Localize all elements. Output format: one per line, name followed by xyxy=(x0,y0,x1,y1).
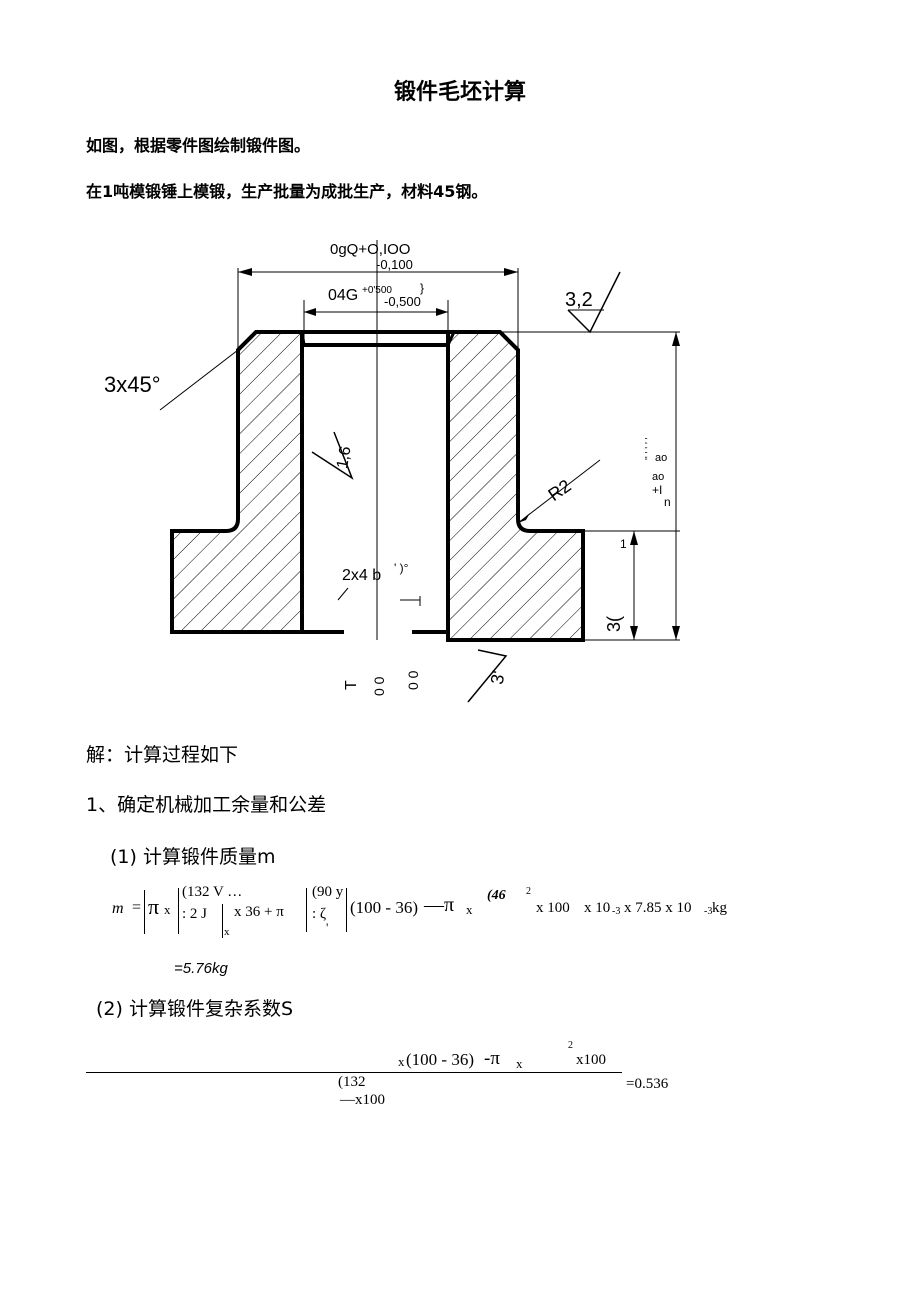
formula-s-den-a: (132 xyxy=(338,1074,366,1090)
formula-m-b-dot: ' xyxy=(326,920,329,935)
formula-s-num-e: x100 xyxy=(576,1052,606,1068)
formula-m-d: (46 xyxy=(487,888,506,903)
right-dim-low-2: 3( xyxy=(604,616,624,632)
section-left xyxy=(170,330,304,634)
step-1: 1、确定机械加工余量和公差 xyxy=(86,794,327,816)
formula-s-num-a: x xyxy=(398,1054,405,1069)
formula-s-num-sup: 2 xyxy=(568,1040,573,1051)
formula-m-x2: x xyxy=(466,902,473,917)
step-1-sub: (1) 计算锻件质量m xyxy=(110,846,276,868)
formula-m-unit: kg xyxy=(712,900,727,916)
formula-m-a-bot: : 2 J xyxy=(182,906,208,922)
radius-label: R2 xyxy=(544,475,574,505)
bottom-mark-1: T xyxy=(343,680,360,690)
formula-m-g: x 7.85 x 10 xyxy=(624,900,692,916)
formula-m-f-sub: -3 xyxy=(612,906,621,917)
formula-m-a-top: (132 V … xyxy=(182,884,243,900)
formula-s-den-b: —x100 xyxy=(340,1092,385,1108)
formula-m-eq: = xyxy=(132,899,142,916)
intro-line-2: 在1吨模锻锤上模锻，生产批量为成批生产，材料45钢。 xyxy=(86,182,488,201)
formula-m-dash: —π xyxy=(424,894,455,916)
bottom-mark-2: 0 0 xyxy=(371,676,387,696)
step-2-sub: (2) 计算锻件复杂系数S xyxy=(96,998,294,1020)
roughness-inner: 1,6 xyxy=(334,445,355,470)
formula-m-e: x 100 xyxy=(536,900,570,916)
formula-s-num-c: -π xyxy=(484,1048,500,1069)
formula-s-num-d: x xyxy=(516,1056,523,1071)
chamfer-label: 3x45° xyxy=(104,372,161,397)
bottom-mark-3: 0 0 xyxy=(405,670,421,690)
roughness-top: 3,2 xyxy=(565,289,593,311)
formula-m-b-bot: : ζ xyxy=(312,906,327,922)
formula-s-num-b: (100 - 36) xyxy=(406,1050,474,1069)
formula-m-sup2: 2 xyxy=(526,886,531,897)
formula-m-x: x xyxy=(164,902,171,917)
formula-m-mid: x 36 + π xyxy=(234,904,284,920)
formula-m-a-sub: x xyxy=(224,926,230,938)
right-tol-2: ao xyxy=(652,471,664,483)
result-m: =5.76kg xyxy=(174,960,228,977)
dim-inner-main: 04G xyxy=(328,287,358,304)
right-dim-low-1: 1 xyxy=(620,537,627,551)
right-tol-1: ao xyxy=(655,452,667,464)
formula-m-f: x 10 xyxy=(584,900,611,916)
center-note-mark: ' )° xyxy=(394,561,409,575)
roughness-bottom: 3' xyxy=(487,669,509,686)
solution-heading: 解：计算过程如下 xyxy=(86,744,239,766)
fraction-bar xyxy=(86,1072,622,1073)
right-tol-4: n xyxy=(664,495,671,509)
center-note: 2x4 b xyxy=(342,567,381,584)
page-title: 锻件毛坯计算 xyxy=(393,80,526,105)
dim-top-main: 0gQ+O,IOO xyxy=(330,241,410,258)
forging-drawing: 0gQ+O,IOO -0,100 04G +0'500 -0,500 } 3,2… xyxy=(104,240,680,703)
formula-m-lhs: m xyxy=(112,900,124,917)
dim-inner-mark: } xyxy=(420,281,424,295)
intro-line-1: 如图，根据零件图绘制锻件图。 xyxy=(86,136,311,155)
formula-m-pi: π xyxy=(148,894,160,919)
dim-top-tol: -0,100 xyxy=(376,257,413,272)
dim-inner-tol: -0,500 xyxy=(384,294,421,309)
formula-m-g-sub: -3 xyxy=(704,906,713,917)
right-tol-3: +I xyxy=(652,483,662,497)
right-garble: '' ' ' ' ' xyxy=(644,437,655,460)
formula-m-b-top: (90 y xyxy=(312,884,344,900)
formula-m-c: (100 - 36) xyxy=(350,898,418,917)
formula-s-result: =0.536 xyxy=(626,1076,669,1092)
dim-inner-sup: +0'500 xyxy=(362,285,392,296)
